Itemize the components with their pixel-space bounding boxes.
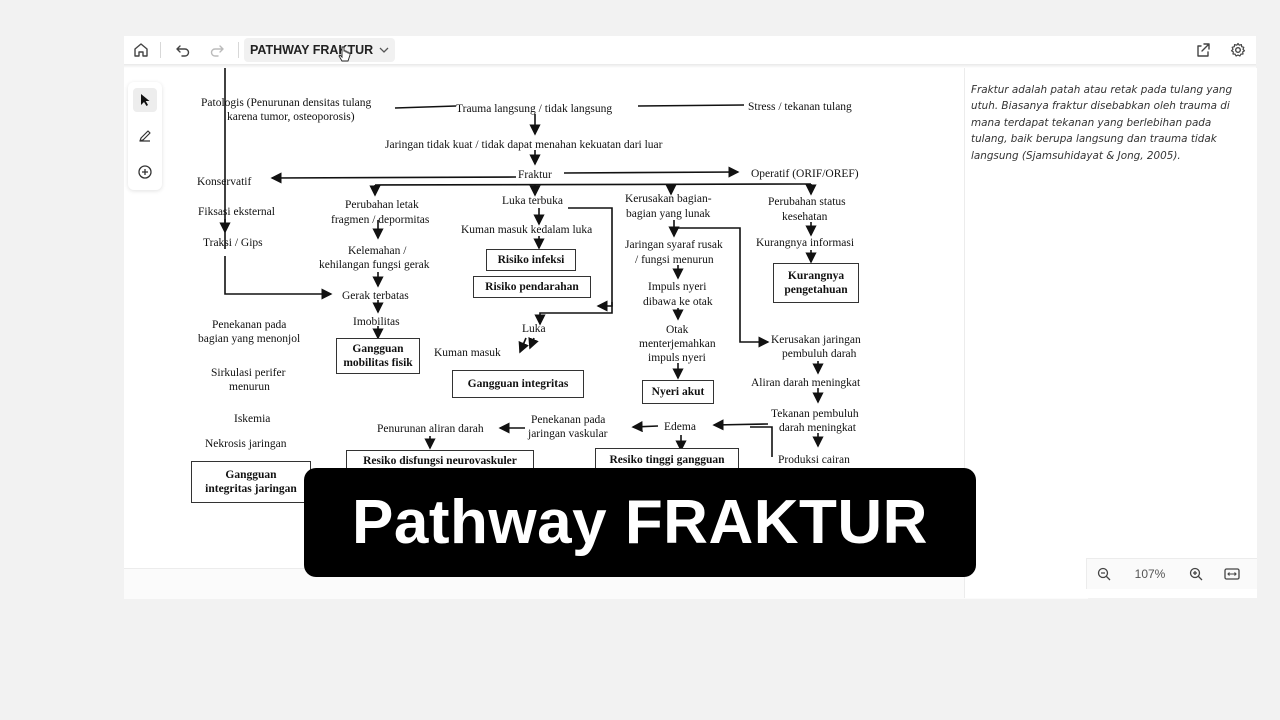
node-kelemahan: Kelemahan / — [348, 245, 407, 257]
notes-panel: Fraktur adalah patah atau retak pada tul… — [964, 68, 1257, 598]
node-kurangnya-informasi: Kurangnya informasi — [756, 237, 855, 249]
node-konservatif: Konservatif — [197, 176, 252, 188]
node-fungsi-menurun: / fungsi menurun — [635, 254, 714, 266]
video-caption-overlay: Pathway FRAKTUR — [304, 468, 976, 577]
zoom-level[interactable]: 107% — [1134, 567, 1166, 581]
document-title: PATHWAY FRAKTUR — [250, 43, 374, 57]
node-penurunan-aliran: Penurunan aliran darah — [377, 423, 484, 435]
node-produksi-cairan: Produksi cairan — [778, 454, 850, 466]
node-pembuluh-darah: pembuluh darah — [782, 348, 857, 360]
fit-width-icon[interactable] — [1219, 561, 1245, 587]
node-sirkulasi-perifer: Sirkulasi perifer — [211, 367, 286, 379]
home-icon[interactable] — [130, 40, 152, 60]
box-gangguan-integritas-jaringan: Gangguan integritas jaringan — [191, 461, 311, 503]
node-fraktur: Fraktur — [518, 169, 552, 181]
redo-icon[interactable] — [206, 40, 228, 60]
box-gangguan-mobilitas-line1: Gangguan — [352, 343, 404, 355]
node-fiksasi: Fiksasi eksternal — [198, 206, 275, 218]
node-kerusakan-jaringan: Kerusakan jaringan — [771, 334, 861, 346]
box-risiko-pendarahan: Risiko pendarahan — [473, 276, 591, 298]
gear-icon[interactable] — [1227, 40, 1249, 60]
node-edema: Edema — [664, 421, 696, 433]
box-resiko-disfungsi: Resiko disfungsi neurovaskuler — [346, 450, 534, 472]
app-window: PATHWAY FRAKTUR — [124, 36, 1257, 599]
notes-text[interactable]: Fraktur adalah patah atau retak pada tul… — [971, 84, 1233, 162]
chevron-down-icon — [379, 47, 389, 53]
box-kurangnya-pengetahuan: Kurangnya pengetahuan — [773, 263, 859, 303]
node-jaringan-tidak-kuat: Jaringan tidak kuat / tidak dapat menaha… — [385, 139, 663, 151]
caption-text: Pathway FRAKTUR — [352, 488, 928, 557]
box-gangguan-integritas: Gangguan integritas — [452, 370, 584, 398]
node-penekanan-vaskular: Penekanan pada — [531, 414, 606, 426]
node-impuls-nyeri-2: impuls nyeri — [648, 352, 706, 364]
node-patologis: Patologis (Penurunan densitas tulang — [201, 97, 372, 109]
pathway-connectors — [219, 68, 824, 457]
box-gangguan-mobilitas-line2: mobilitas fisik — [343, 357, 413, 369]
node-iskemia: Iskemia — [234, 413, 271, 425]
node-menterjemahkan: menterjemahkan — [639, 338, 716, 350]
node-aliran-darah: Aliran darah meningkat — [751, 377, 861, 389]
node-otak: Otak — [666, 324, 689, 336]
share-icon[interactable] — [1192, 40, 1214, 60]
node-bagian-lunak: bagian yang lunak — [626, 208, 711, 220]
tool-palette — [128, 82, 162, 190]
box-kurangnya-line1: Kurangnya — [787, 270, 845, 282]
box-nyeri-akut: Nyeri akut — [642, 380, 714, 404]
node-luka-terbuka: Luka terbuka — [502, 195, 563, 207]
node-impuls-nyeri: Impuls nyeri — [648, 281, 707, 293]
pen-icon[interactable] — [133, 124, 157, 148]
box-integ-jaringan-line1: Gangguan — [225, 469, 277, 481]
zoom-controls: 107% — [1086, 558, 1257, 589]
node-perubahan-letak: Perubahan letak — [345, 199, 419, 211]
document-title-dropdown[interactable]: PATHWAY FRAKTUR — [244, 38, 396, 62]
node-kehilangan: kehilangan fungsi gerak — [319, 259, 430, 271]
node-kerusakan-bagian: Kerusakan bagian- — [625, 193, 712, 205]
box-integ-jaringan-line2: integritas jaringan — [205, 483, 297, 495]
node-jaringan-vaskular: jaringan vaskular — [528, 428, 608, 440]
box-risiko-infeksi: Risiko infeksi — [486, 249, 576, 271]
node-imobilitas: Imobilitas — [353, 316, 400, 328]
node-luka: Luka — [522, 323, 546, 335]
node-perubahan-status: Perubahan status — [768, 196, 846, 208]
node-operatif: Operatif (ORIF/OREF) — [751, 168, 859, 180]
node-tekanan-pembuluh: Tekanan pembuluh — [771, 408, 859, 420]
node-kesehatan: kesehatan — [782, 211, 828, 223]
node-bagian-menonjol: bagian yang menonjol — [198, 333, 301, 345]
undo-icon[interactable] — [172, 40, 194, 60]
node-penekanan-bagian: Penekanan pada — [212, 319, 287, 331]
mouse-cursor-icon — [338, 46, 351, 62]
toolbar-divider — [238, 42, 239, 58]
zoom-out-icon[interactable] — [1091, 561, 1117, 587]
box-gangguan-mobilitas: Gangguan mobilitas fisik — [336, 338, 420, 374]
add-icon[interactable] — [133, 160, 157, 184]
node-jaringan-syaraf: Jaringan syaraf rusak — [625, 239, 723, 251]
top-toolbar: PATHWAY FRAKTUR — [124, 36, 1256, 64]
node-nekrosis: Nekrosis jaringan — [205, 438, 287, 450]
node-traksi: Traksi / Gips — [203, 237, 263, 249]
zoom-in-icon[interactable] — [1183, 561, 1209, 587]
pointer-icon[interactable] — [133, 88, 157, 112]
box-kurangnya-line2: pengetahuan — [784, 284, 848, 296]
node-kuman-masuk: Kuman masuk — [434, 347, 501, 359]
node-patologis-2: karena tumor, osteoporosis) — [227, 111, 355, 123]
toolbar-shadow — [124, 64, 1256, 68]
node-darah-meningkat: darah meningkat — [779, 422, 856, 434]
node-menurun: menurun — [229, 381, 270, 393]
node-kuman-masuk-luka: Kuman masuk kedalam luka — [461, 224, 593, 236]
node-trauma: Trauma langsung / tidak langsung — [456, 103, 613, 115]
node-gerak-terbatas: Gerak terbatas — [342, 290, 409, 302]
node-fragmen: fragmen / depormitas — [331, 214, 430, 226]
node-stress: Stress / tekanan tulang — [748, 101, 852, 113]
node-dibawa-ke-otak: dibawa ke otak — [643, 296, 713, 308]
toolbar-divider — [160, 42, 161, 58]
